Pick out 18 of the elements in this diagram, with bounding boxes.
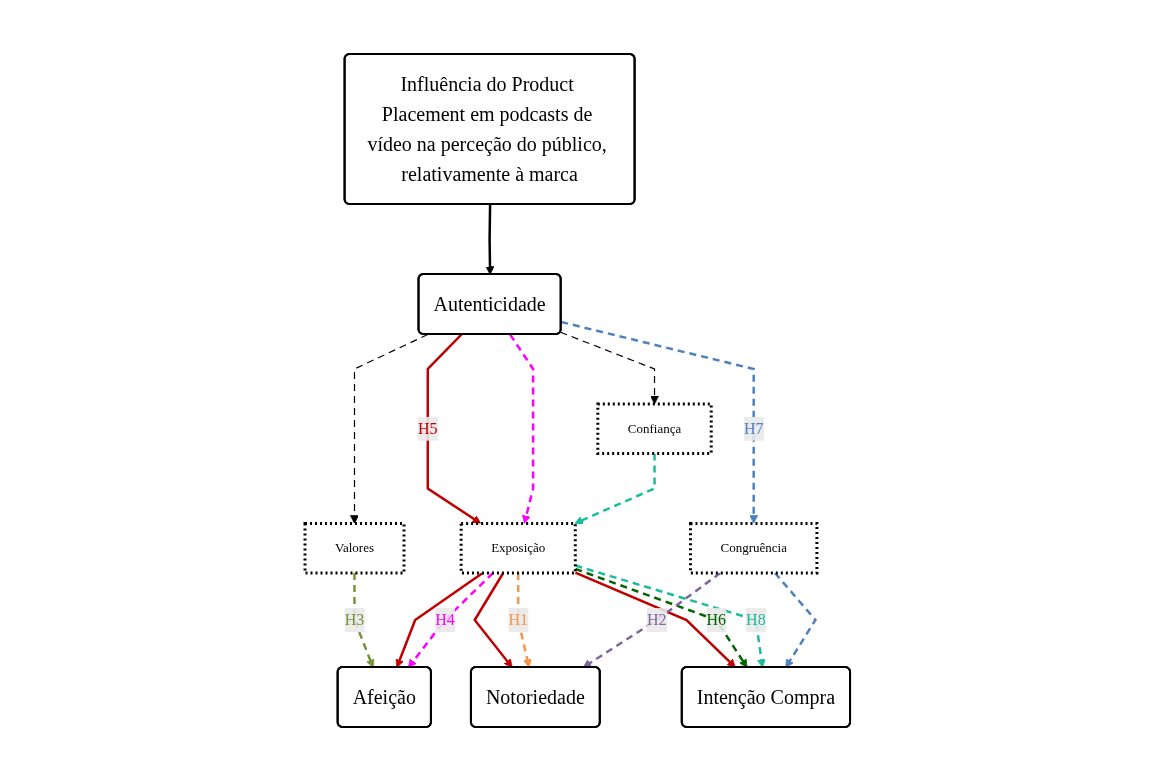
arrow <box>486 204 495 275</box>
arrow <box>560 331 660 404</box>
edge-label: H2 <box>647 610 667 628</box>
edge-label: H8 <box>746 610 767 628</box>
arrow <box>574 453 657 524</box>
node-box: Confiança <box>596 402 714 455</box>
arrow <box>353 572 375 668</box>
arrow <box>517 572 533 668</box>
edge-label: H4 <box>435 610 456 628</box>
edge-label: H7 <box>744 419 764 437</box>
edge-label: H5 <box>418 419 439 437</box>
arrow <box>561 320 759 524</box>
node-box: Exposição <box>460 521 578 574</box>
edge-label: H1 <box>508 610 529 628</box>
edge-label: H6 <box>706 610 727 628</box>
node-box: Valores <box>303 521 406 574</box>
edge-label: H3 <box>345 610 365 628</box>
node-box: Congruência <box>689 521 819 574</box>
